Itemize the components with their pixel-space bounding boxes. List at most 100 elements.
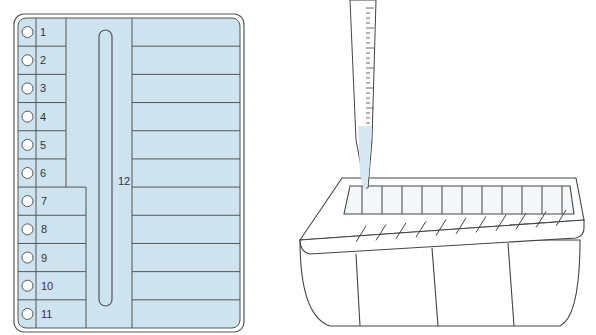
callout-number: 8	[41, 223, 47, 235]
tray-rib	[476, 216, 486, 232]
well-circle	[22, 280, 33, 291]
plate-outline	[14, 14, 244, 332]
graduation	[366, 58, 370, 59]
well-line	[66, 131, 67, 159]
callout-number: 10	[41, 280, 53, 292]
tray-ribs	[356, 186, 566, 242]
graduation	[366, 28, 374, 29]
well-line	[36, 187, 37, 215]
well-line	[86, 243, 87, 271]
tray-divider	[482, 186, 483, 214]
well-line	[36, 272, 37, 300]
graduation	[366, 33, 370, 34]
tray-rib	[376, 224, 386, 240]
plate-face	[18, 18, 240, 328]
tray-divider	[442, 186, 443, 214]
well-line	[18, 299, 86, 300]
graduation	[366, 8, 374, 9]
callout-number: 4	[40, 111, 46, 123]
well-line	[18, 271, 86, 272]
graduation	[366, 113, 370, 114]
tray-divider	[462, 186, 463, 214]
well-line	[132, 18, 133, 328]
well-line	[36, 243, 37, 271]
slot-well	[99, 30, 112, 306]
well-line	[132, 243, 240, 244]
well-circle	[22, 111, 33, 122]
graduation	[366, 38, 370, 39]
well-circle	[22, 224, 33, 235]
tray-divider	[422, 186, 423, 214]
graduation	[366, 53, 370, 54]
well-line	[132, 215, 240, 216]
well-line	[132, 102, 240, 103]
well-line	[132, 187, 240, 188]
tray-divider	[542, 186, 543, 214]
tray-divider	[382, 186, 383, 214]
graduation	[366, 123, 370, 124]
well-line	[132, 158, 240, 159]
well-circle	[22, 27, 33, 38]
graduation	[366, 73, 370, 74]
callout-number: 5	[40, 139, 46, 151]
well-circle	[22, 308, 33, 319]
well-line	[18, 187, 66, 188]
graduation	[366, 83, 370, 84]
tray-rib	[456, 218, 466, 234]
callout-number: 3	[40, 82, 46, 94]
callout-number: 1	[40, 26, 46, 38]
well-line	[18, 74, 66, 75]
well-circle	[22, 139, 33, 150]
tray-divider	[502, 186, 503, 214]
well-line	[66, 103, 67, 131]
tray-divider	[362, 186, 363, 214]
tray-rib	[396, 223, 406, 239]
tray-rib	[436, 220, 446, 236]
well-line	[132, 46, 240, 47]
well-line	[36, 103, 37, 131]
graduation	[366, 118, 370, 119]
tray-divider	[562, 186, 563, 214]
callout-number: 7	[41, 195, 47, 207]
well-line	[132, 299, 240, 300]
callout-number: 12	[118, 175, 130, 187]
well-circle	[22, 83, 33, 94]
callout-number: 9	[41, 252, 47, 264]
well-line	[36, 18, 37, 46]
tray-drawing	[300, 178, 584, 326]
graduation	[366, 48, 374, 49]
graduation	[366, 93, 370, 94]
tray-rib	[496, 215, 506, 231]
graduation	[366, 43, 370, 44]
well-line	[66, 187, 86, 188]
well-line	[132, 271, 240, 272]
callout-number: 11	[41, 308, 52, 320]
well-line	[18, 158, 66, 159]
graduation	[366, 98, 370, 99]
well-line	[66, 159, 67, 187]
well-line	[86, 187, 87, 215]
callout-number: 2	[40, 54, 46, 66]
graduation	[366, 78, 370, 79]
tray-divider	[522, 186, 523, 214]
well-line	[18, 243, 86, 244]
graduation	[366, 88, 374, 89]
well-circle	[22, 168, 33, 179]
well-circle	[22, 196, 33, 207]
well-line	[36, 300, 37, 328]
well-line	[18, 215, 86, 216]
graduation	[366, 23, 370, 24]
well-circle	[22, 55, 33, 66]
well-line	[86, 300, 87, 328]
tray-rib	[356, 226, 366, 242]
tray-rib	[556, 210, 566, 226]
well-line	[18, 102, 66, 103]
well-line	[36, 46, 37, 74]
tray-divider	[402, 186, 403, 214]
well-line	[66, 18, 67, 46]
graduation	[366, 68, 374, 69]
well-line	[36, 131, 37, 159]
well-line	[36, 159, 37, 187]
